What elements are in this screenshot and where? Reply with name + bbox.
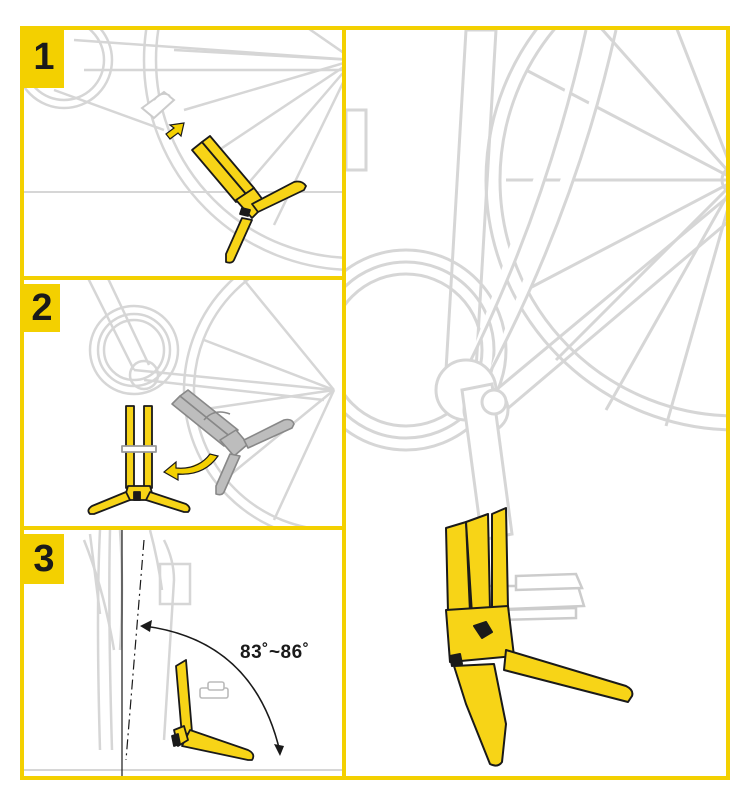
rotate-arrow-head	[162, 453, 219, 482]
pedal-outline	[199, 681, 229, 699]
kickstand	[445, 507, 634, 767]
step-1-illustration	[24, 30, 342, 271]
kickstand	[87, 405, 191, 515]
chainring	[24, 30, 114, 110]
angle-arc	[143, 625, 281, 753]
kickstand	[171, 659, 255, 761]
step-3-number: 3	[33, 538, 55, 580]
step-2-badge: 2	[24, 284, 60, 332]
insert-arrow	[165, 122, 185, 140]
angle-arc-arrow-end	[274, 744, 284, 756]
ghost-kickstand	[171, 389, 295, 496]
step-1-panel: 1	[20, 26, 346, 280]
angle-label: 83˚~86˚	[240, 642, 310, 663]
step-2-number: 2	[31, 287, 53, 329]
clamp-outline	[140, 90, 176, 120]
angle-arc-arrow-start	[140, 620, 152, 632]
step-1-number: 1	[33, 36, 55, 78]
result-panel	[342, 26, 730, 780]
crank-arm	[460, 382, 514, 542]
step-2-illustration	[87, 280, 336, 526]
kickstand	[191, 135, 307, 264]
chainring	[88, 304, 180, 396]
step-3-panel: 3 83˚~86˚	[20, 526, 346, 780]
rear-wheel	[182, 280, 336, 526]
rear-wheel-side	[82, 530, 192, 751]
step-3-illustration	[24, 530, 342, 776]
step-2-panel: 2	[20, 276, 346, 530]
tilt-reference-line	[125, 539, 145, 761]
chain-stay	[53, 38, 342, 132]
frame-tubes	[346, 30, 726, 434]
result-illustration	[346, 30, 726, 767]
frame-tubes	[87, 280, 335, 402]
rear-wheel	[484, 30, 726, 432]
step-3-badge: 3	[24, 534, 64, 584]
chainring	[346, 248, 508, 452]
step-1-badge: 1	[24, 30, 64, 88]
